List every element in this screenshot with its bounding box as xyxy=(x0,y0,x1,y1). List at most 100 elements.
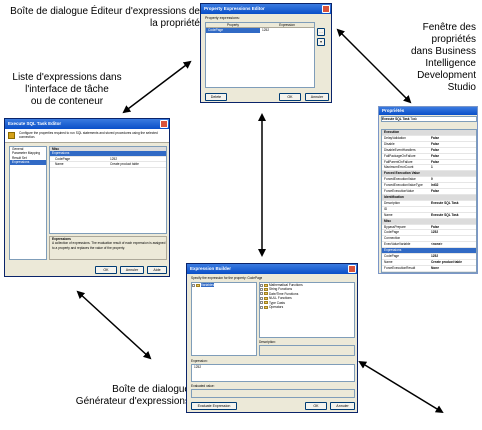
expand-icon[interactable] xyxy=(260,305,263,309)
property-value: Execute SQL Task xyxy=(431,200,459,205)
row-key: Expressions xyxy=(52,151,70,156)
caption-editor: Boîte de dialogue Éditeur d'expressions … xyxy=(0,6,200,30)
nav-item-result-set[interactable]: Result Set xyxy=(12,155,27,160)
tree-item-label: String Functions xyxy=(269,287,293,292)
folder-icon xyxy=(196,283,200,287)
object-selector[interactable]: Execute SQL Task Task xyxy=(381,116,477,122)
cancel-button[interactable]: Annuler xyxy=(120,266,144,274)
functions-tree[interactable]: Mathematical Functions String Functions … xyxy=(259,282,355,338)
tree-item-function[interactable]: Mathematical Functions xyxy=(260,283,354,287)
property-row[interactable]: ExecValueVariable<none> xyxy=(382,242,476,249)
navigation-list: General Parameter Mapping Result Set Exp… xyxy=(9,146,47,260)
tree-item-variables[interactable]: Variables xyxy=(192,283,256,287)
tree-item-label: Date/Time Functions xyxy=(269,291,299,296)
description-box xyxy=(259,345,355,356)
cancel-button[interactable]: Annuler xyxy=(330,402,355,410)
property-group-row[interactable]: Misc xyxy=(382,218,476,225)
property-name: Connection xyxy=(384,236,401,241)
expand-icon[interactable] xyxy=(192,283,195,287)
expand-icon[interactable] xyxy=(260,296,263,300)
property-value: 1252 xyxy=(431,254,439,259)
nav-item-general[interactable]: General xyxy=(12,147,24,151)
property-row[interactable]: Connection xyxy=(382,236,476,243)
ok-button[interactable]: OK xyxy=(279,93,301,101)
task-description: Configure the properties required to run… xyxy=(19,131,158,140)
property-row[interactable]: IsolationLevelSerializable xyxy=(382,272,476,273)
property-value: False xyxy=(431,135,440,140)
variables-tree[interactable]: Variables xyxy=(191,282,257,356)
object-type: Task xyxy=(410,117,417,121)
expand-icon[interactable] xyxy=(260,301,263,305)
tree-item-function[interactable]: Date/Time Functions xyxy=(260,292,354,296)
folder-icon xyxy=(264,301,268,305)
property-name: Misc xyxy=(384,218,392,223)
cancel-button[interactable]: Annuler xyxy=(305,93,329,101)
description-area: Configure the properties required to run… xyxy=(5,129,169,143)
table-row[interactable]: Expressions xyxy=(50,151,166,157)
ok-button[interactable]: OK xyxy=(95,266,117,274)
property-name: Identification xyxy=(384,194,404,199)
expand-icon[interactable] xyxy=(260,292,263,296)
tree-item-label: Mathematical Functions xyxy=(269,283,303,287)
help-button[interactable]: Aide xyxy=(147,266,167,274)
property-row[interactable]: Expressions xyxy=(382,248,476,255)
tree-item-function[interactable]: String Functions xyxy=(260,287,354,291)
expression-cell[interactable]: 1252 xyxy=(262,28,270,33)
expand-icon[interactable] xyxy=(260,283,263,287)
ok-button[interactable]: OK xyxy=(305,402,327,410)
builder-subtitle: Specify the expression for the property:… xyxy=(191,276,263,280)
property-group-row[interactable]: Forced Execution Value xyxy=(382,171,476,178)
caption-line: Liste d'expressions dans xyxy=(12,72,122,83)
property-cell[interactable]: CodePage xyxy=(206,28,260,33)
grid-header: Property Expression xyxy=(206,23,314,29)
table-row[interactable]: CodePage 1252 xyxy=(206,28,314,33)
evaluate-expression-button[interactable]: Evaluate Expression xyxy=(191,402,237,410)
title-bar: Expression Builder xyxy=(187,264,357,274)
property-value xyxy=(429,207,476,212)
ellipsis-button[interactable]: … xyxy=(317,28,325,36)
tree-item-function[interactable]: Type Casts xyxy=(260,301,354,305)
expression-input[interactable]: 1252 xyxy=(191,364,355,382)
nav-item-expressions[interactable]: Expressions xyxy=(10,160,46,165)
delete-button[interactable]: Delete xyxy=(205,93,227,101)
folder-icon xyxy=(264,292,268,296)
expand-icon[interactable] xyxy=(260,288,263,292)
row-key: Name xyxy=(55,162,64,167)
caption-line: Development xyxy=(417,70,476,81)
tree-item-function[interactable]: Operators xyxy=(260,305,354,309)
close-icon[interactable] xyxy=(348,265,356,273)
property-row[interactable]: ID xyxy=(382,207,476,213)
expressions-grid[interactable]: Property Expression CodePage 1252 xyxy=(205,22,315,88)
property-group-row[interactable]: Identification xyxy=(382,194,476,201)
property-group-row[interactable]: Execution xyxy=(382,130,476,136)
arrow-editor-to-properties xyxy=(336,28,412,104)
close-icon[interactable] xyxy=(160,120,168,128)
nav-item-parameter-mapping[interactable]: Parameter Mapping xyxy=(12,151,40,156)
arrow-list-to-builder xyxy=(76,290,152,360)
dropdown-button[interactable]: ▾ xyxy=(317,38,325,46)
tree-item-function[interactable]: NULL Functions xyxy=(260,296,354,300)
close-icon[interactable] xyxy=(322,5,330,13)
arrow-editor-to-list xyxy=(122,60,192,114)
property-name: ForceExecutionResult xyxy=(384,265,416,270)
